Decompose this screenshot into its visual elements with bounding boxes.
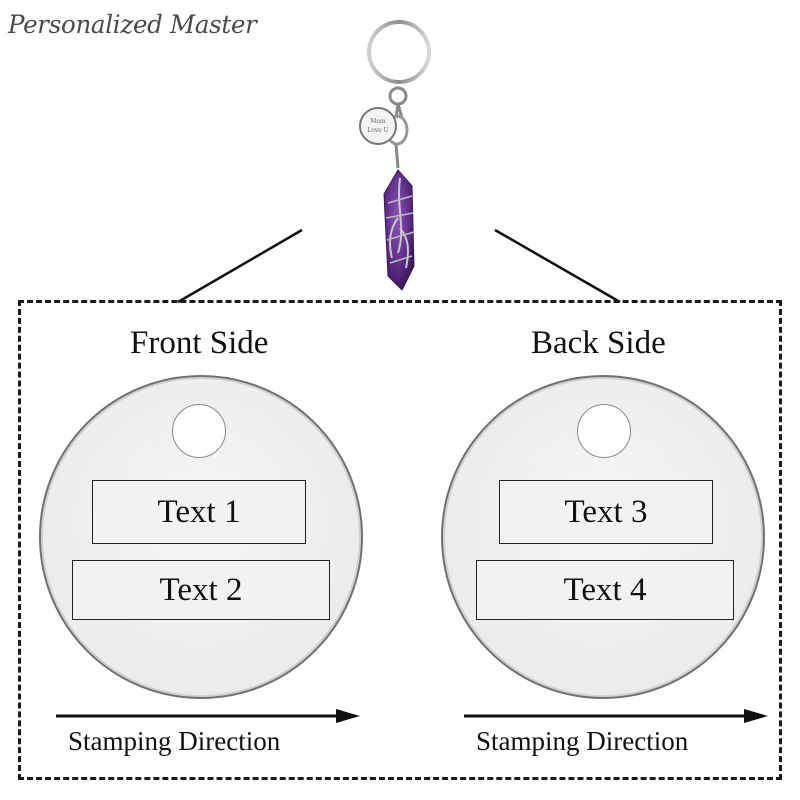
back-direction-label: Stamping Direction xyxy=(476,726,689,756)
front-direction-label: Stamping Direction xyxy=(68,726,281,756)
back-direction-arrow xyxy=(464,709,768,723)
front-text-line-1: Text 1 xyxy=(92,480,306,544)
front-text-line-2: Text 2 xyxy=(72,560,330,620)
keychain-image: Mom Love U xyxy=(359,20,431,291)
front-tag-hole xyxy=(172,404,226,458)
svg-text:Mom: Mom xyxy=(370,118,386,125)
front-side-title: Front Side xyxy=(130,325,269,361)
brand-logo: Personalized Master xyxy=(8,10,257,39)
svg-text:Love U: Love U xyxy=(367,127,389,134)
front-direction-arrow xyxy=(56,709,360,723)
back-text-line-3: Text 3 xyxy=(499,480,713,544)
back-text-line-4: Text 4 xyxy=(476,560,734,620)
back-side-title: Back Side xyxy=(531,325,666,361)
tag-detail-frame xyxy=(18,300,782,780)
back-tag-hole xyxy=(577,404,631,458)
